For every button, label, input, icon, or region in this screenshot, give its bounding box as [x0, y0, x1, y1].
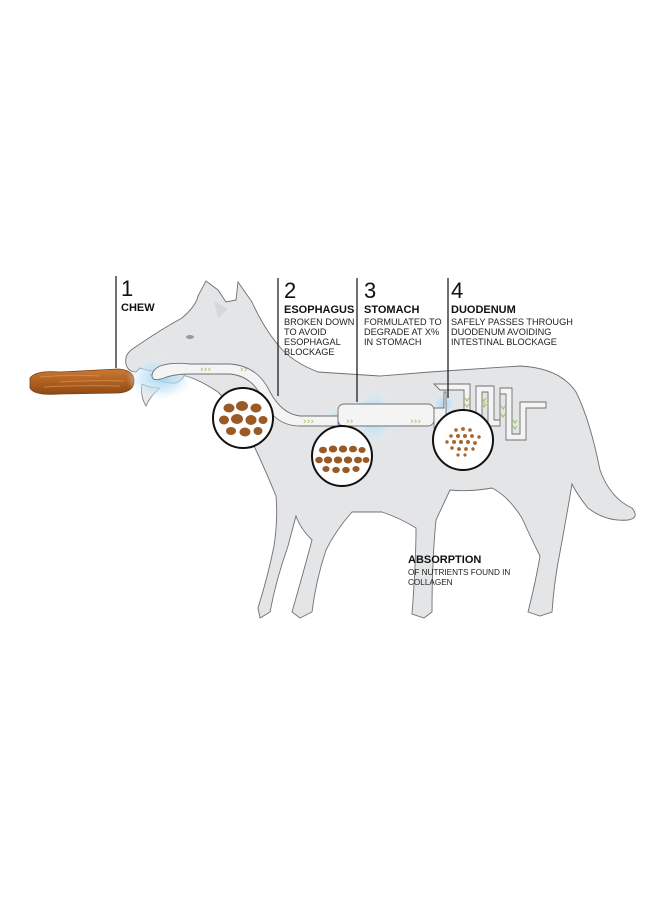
leader-lines [115, 276, 449, 402]
magnifier-duodenum [432, 409, 494, 471]
magnifier-stomach [311, 425, 373, 487]
step-stomach: 3 STOMACH FORMULATED TO DEGRADE AT X% IN… [364, 278, 442, 347]
step-description-line: DUODENUM AVOIDING [451, 327, 551, 337]
step-chew: 1 CHEW [121, 276, 155, 314]
step-title: ESOPHAGUS [284, 304, 354, 316]
absorption-title: ABSORPTION [408, 554, 481, 566]
step-number: 4 [451, 278, 463, 303]
chevron-down-icon [464, 397, 518, 431]
step-number: 1 [121, 276, 133, 301]
step-description-line: INTESTINAL BLOCKAGE [451, 337, 557, 347]
step-title: CHEW [121, 302, 155, 314]
step-number: 2 [284, 278, 296, 303]
step-description-line: TO AVOID [284, 327, 327, 337]
step-description-line: IN STOMACH [364, 337, 422, 347]
step-description-line: FORMULATED TO [364, 317, 442, 327]
step-description-line: BROKEN DOWN [284, 317, 354, 327]
step-duodenum: 4 DUODENUM SAFELY PASSES THROUGH DUODENU… [451, 278, 573, 347]
svg-text:›››: ››› [410, 417, 421, 427]
svg-text:›››: ››› [303, 417, 314, 427]
absorption-description-line: COLLAGEN [408, 578, 453, 587]
step-description-line: ESOPHAGAL [284, 337, 341, 347]
step-title: DUODENUM [451, 304, 516, 316]
step-description-line: DEGRADE AT X% [364, 327, 439, 337]
step-description-line: SAFELY PASSES THROUGH [451, 317, 573, 327]
svg-text:››: ›› [346, 417, 354, 427]
svg-text:›››: ››› [200, 365, 211, 375]
digestive-tract [151, 362, 547, 441]
step-esophagus: 2 ESOPHAGUS BROKEN DOWN TO AVOID ESOPHAG… [284, 278, 354, 357]
step-description-line: BLOCKAGE [284, 347, 335, 357]
absorption-description-line: OF NUTRIENTS FOUND IN [408, 568, 510, 577]
absorption-note: ABSORPTION OF NUTRIENTS FOUND IN COLLAGE… [408, 554, 510, 587]
step-number: 3 [364, 278, 376, 303]
magnifier-esophagus [212, 387, 274, 449]
svg-text:››: ›› [240, 365, 248, 375]
chew-stick-icon [29, 368, 135, 395]
step-title: STOMACH [364, 304, 419, 316]
